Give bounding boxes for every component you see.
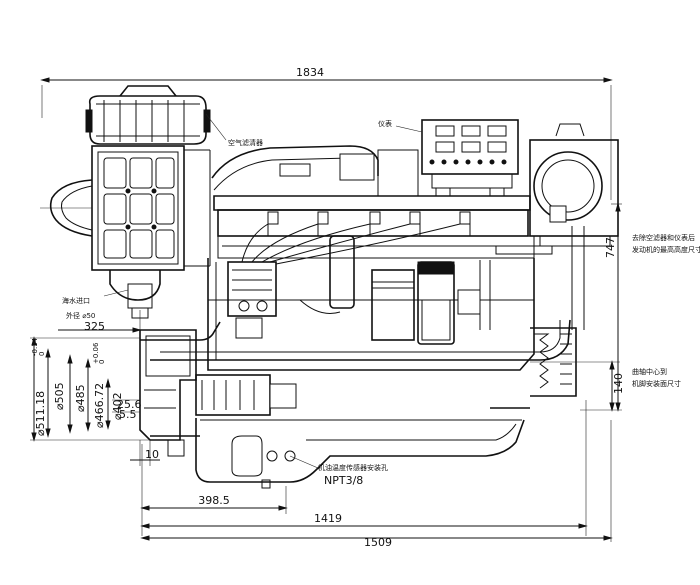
dim-text-325: 325 bbox=[84, 320, 105, 333]
label-oil-temp-sensor: 机油温度传感器安装孔 bbox=[318, 463, 388, 472]
dim-text-485: ⌀485 bbox=[74, 384, 87, 412]
dim-flywheel-diameters: ⌀511.18 0 -0.14 ⌀505 ⌀485 ⌀466.72 +0.06 … bbox=[30, 336, 160, 466]
svg-text:0: 0 bbox=[38, 352, 46, 356]
label-crank-note-2: 机脚安装面尺寸 bbox=[632, 379, 681, 388]
exhaust-elbow bbox=[40, 179, 93, 237]
svg-text:+0.06: +0.06 bbox=[92, 342, 100, 364]
dim-text-10: 10 bbox=[145, 448, 159, 461]
dim-text-55: 5.5 bbox=[119, 408, 137, 421]
dim-text-1834: 1834 bbox=[296, 66, 324, 79]
heat-exchanger bbox=[91, 145, 211, 271]
dim-text-3985: 398.5 bbox=[198, 494, 230, 507]
label-instrument: 仪表 bbox=[378, 119, 392, 128]
dim-top-length: 1834 bbox=[40, 66, 613, 200]
svg-text:-0.14: -0.14 bbox=[31, 337, 39, 356]
dim-height-right: 747 去除空滤器和仪表后 发动机的最高高度尺寸 140 曲轴中心到 机脚安装面… bbox=[580, 202, 700, 412]
dim-text-511: ⌀511.18 bbox=[34, 391, 47, 436]
air-filter bbox=[85, 85, 211, 145]
label-crank-note-1: 曲轴中心到 bbox=[632, 367, 667, 376]
dim-text-1419: 1419 bbox=[314, 512, 342, 525]
label-seawater-inlet-2: 外径 ⌀50 bbox=[66, 311, 95, 320]
flywheel-housing bbox=[139, 329, 297, 457]
engine-mount-feet bbox=[150, 407, 530, 437]
label-oil-thread: NPT3/8 bbox=[324, 474, 363, 487]
dim-text-1509: 1509 bbox=[364, 536, 392, 549]
label-height-note-2: 发动机的最高高度尺寸 bbox=[632, 245, 700, 254]
crank-pulley bbox=[530, 327, 620, 397]
dim-text-402: ⌀402 bbox=[111, 392, 124, 420]
engine-block bbox=[140, 145, 571, 489]
svg-text:0: 0 bbox=[98, 360, 106, 364]
label-air-filter: 空气滤清器 bbox=[228, 138, 263, 147]
label-seawater-inlet-1: 海水进口 bbox=[62, 296, 90, 305]
dim-bottom: 398.5 1419 1509 bbox=[140, 400, 613, 549]
dim-text-46672: ⌀466.72 bbox=[93, 383, 106, 428]
label-height-note-1: 去除空滤器和仪表后 bbox=[632, 233, 695, 242]
seawater-inlet bbox=[109, 270, 161, 319]
dim-text-256: 25.6 bbox=[117, 398, 142, 411]
turbocharger bbox=[495, 123, 619, 330]
dim-text-140: 140 bbox=[612, 373, 625, 394]
dim-text-747: 747 bbox=[604, 237, 617, 258]
dim-text-505: ⌀505 bbox=[53, 382, 66, 410]
instrument-panel bbox=[421, 119, 519, 197]
